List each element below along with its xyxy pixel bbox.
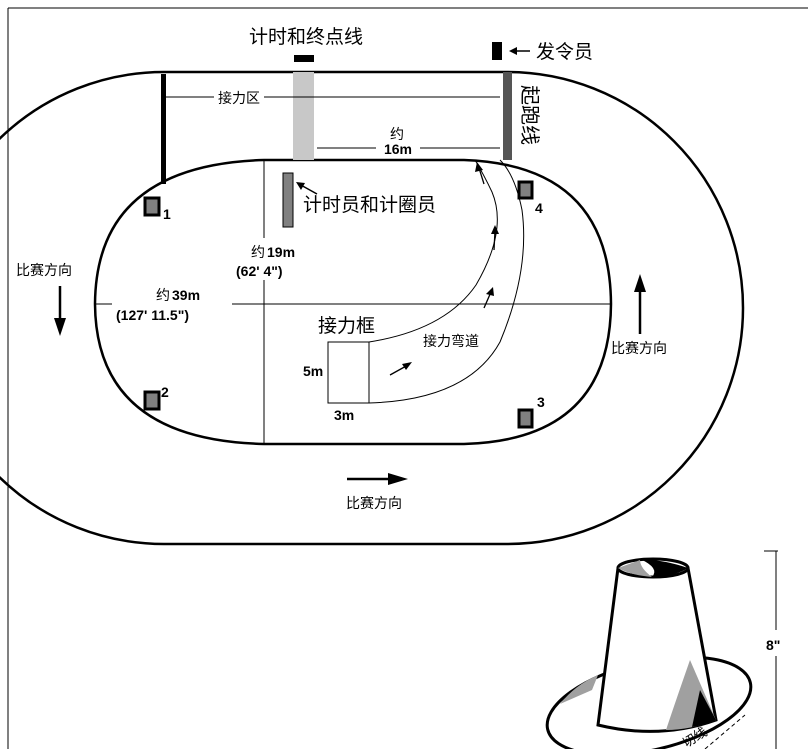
cut-line-dashed (704, 714, 746, 749)
finish-official-marker (294, 55, 314, 62)
timing-finish-line-label: 计时和终点线 (249, 26, 363, 48)
race-direction-right-label: 比赛方向 (611, 341, 667, 357)
timekeeper-arrowhead (296, 182, 305, 190)
distance-39m-imperial: (127' 11.5") (116, 307, 189, 323)
corner-label-2: 2 (161, 384, 169, 400)
timekeeper-marker (282, 172, 294, 228)
starter-arrowhead (509, 47, 517, 55)
inner-track-boundary (93, 158, 613, 446)
relay-arrowhead-3 (491, 225, 499, 234)
distance-16m-approx: 约 (390, 127, 404, 143)
corner-label-1: 1 (163, 206, 171, 222)
relay-arrow-3 (493, 230, 496, 251)
corner-marker-4 (517, 180, 534, 200)
finish-zone (293, 72, 314, 160)
relay-arrowhead-1 (402, 362, 412, 370)
cone-body-dark (692, 690, 716, 727)
relay-curve-label: 接力弯道 (423, 333, 479, 350)
starter-marker (492, 42, 502, 60)
relay-curve-lane-outer (368, 159, 525, 404)
start-line-label: 起跑线 (518, 85, 542, 145)
relay-box-width: 3m (334, 407, 354, 423)
race-direction-right-arrowhead (634, 274, 646, 292)
race-direction-left-arrowhead (54, 318, 66, 336)
cone-base-shade (560, 675, 598, 704)
cone-top-shade (618, 560, 652, 577)
timekeepers-label: 计时员和计圈员 (303, 194, 436, 216)
race-direction-left-label: 比赛方向 (16, 263, 72, 279)
relay-box-height: 5m (303, 363, 323, 379)
relay-arrowhead-2 (486, 287, 494, 296)
outer-track-boundary (0, 70, 745, 546)
distance-39m-approx: 约 (156, 288, 170, 304)
distance-39m-bg (112, 286, 232, 322)
distance-19m-approx: 约 (251, 245, 265, 261)
corner-marker-1 (143, 196, 161, 217)
corner-marker-2 (143, 390, 161, 411)
corner-label-4: 4 (535, 200, 543, 216)
race-direction-bottom-arrowhead (388, 473, 408, 485)
distance-19m-bg (232, 238, 294, 280)
corner-label-3: 3 (537, 394, 545, 410)
takeover-zone-label: 接力区 (218, 90, 260, 107)
cone-top-dark (640, 559, 688, 577)
distance-19m-value: 19m (267, 244, 295, 260)
relay-arrowhead-4 (475, 162, 483, 172)
cone-height-label: 8" (766, 637, 780, 653)
distance-19m-imperial: (62' 4") (236, 263, 283, 279)
race-direction-bottom-label: 比赛方向 (346, 496, 402, 512)
start-line-bar (503, 72, 512, 160)
relay-box (327, 341, 370, 404)
cone-illustration: 切线 (545, 557, 753, 749)
distance-39m-value: 39m (172, 287, 200, 303)
distance-16m-value: 16m (384, 141, 412, 157)
relay-curve-lane-inner (368, 159, 498, 343)
relay-box-label: 接力框 (318, 315, 375, 337)
starter-label: 发令员 (536, 41, 593, 63)
corner-marker-3 (517, 408, 534, 429)
takeover-zone-left-bar (161, 74, 166, 184)
